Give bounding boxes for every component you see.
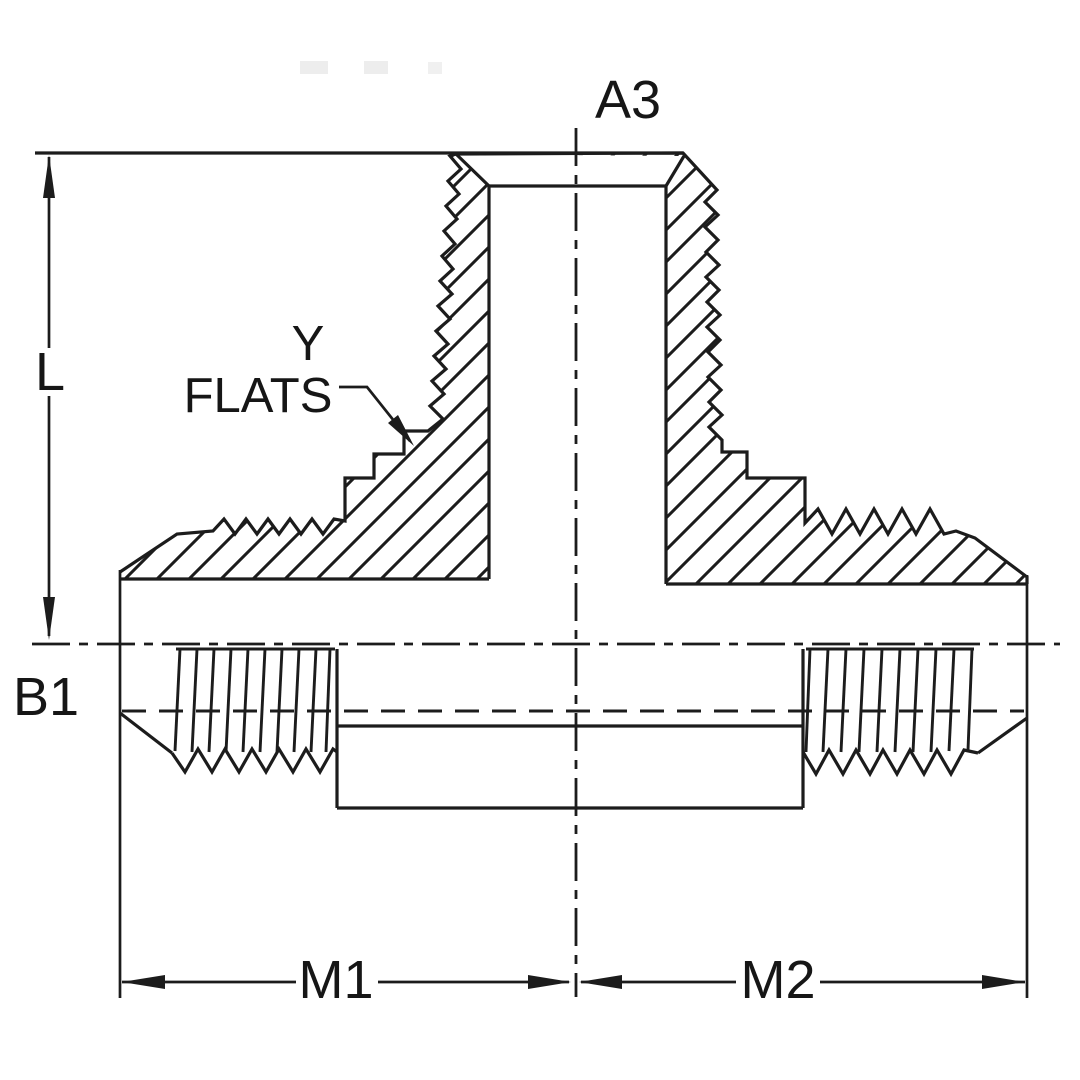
thread-lines bbox=[173, 647, 974, 753]
bore-chamfer-left bbox=[454, 152, 491, 188]
label-m1: M1 bbox=[298, 950, 373, 1010]
label-m2: M2 bbox=[740, 950, 815, 1010]
label-a3: A3 bbox=[595, 70, 661, 130]
right-lower-teeth bbox=[801, 746, 979, 778]
label-b1: B1 bbox=[13, 667, 79, 727]
label-flats: FLATS bbox=[184, 369, 333, 423]
m1-arrow-right bbox=[528, 975, 571, 989]
right-nose-chamfer bbox=[977, 716, 1028, 755]
scan-artifacts bbox=[300, 61, 442, 74]
m2-arrow-left bbox=[579, 975, 622, 989]
dimensions bbox=[43, 155, 1029, 998]
l-arrow-up bbox=[43, 155, 55, 198]
upper-profile bbox=[119, 151, 1029, 584]
l-arrow-down bbox=[43, 597, 55, 640]
label-y: Y bbox=[292, 317, 325, 371]
label-l: L bbox=[35, 342, 65, 402]
dimension-labels: A3 L Y FLATS B1 M1 M2 bbox=[13, 70, 816, 1010]
m2-arrow-right bbox=[982, 975, 1025, 989]
part-outline bbox=[35, 151, 1029, 810]
section-hatching bbox=[120, 153, 1027, 584]
flats-leader-arrow bbox=[388, 415, 414, 446]
bore-chamfer-right bbox=[664, 155, 686, 187]
left-lower-teeth bbox=[170, 745, 338, 776]
m1-arrow-left bbox=[122, 975, 165, 989]
left-nose-chamfer bbox=[119, 711, 173, 755]
centerlines bbox=[32, 128, 1060, 997]
